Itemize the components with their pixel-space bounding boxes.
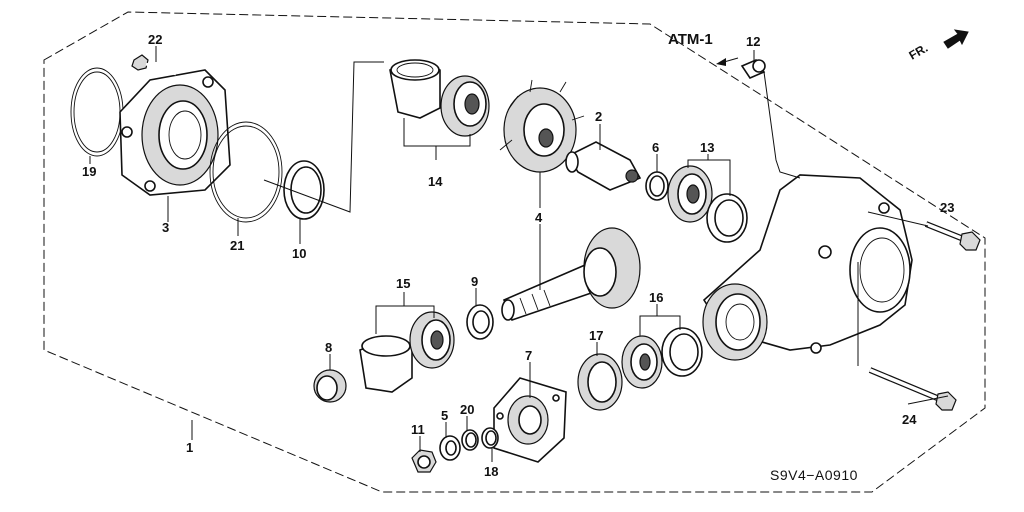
- bearing-race-14: [389, 59, 441, 119]
- callout-7: 7: [525, 348, 532, 363]
- callout-labels: 1 2 3 4 5 6 7 8 9 10 11 12 13 14 15 16 1…: [82, 32, 954, 479]
- companion-flange-7: [493, 377, 567, 463]
- bearing-housing-3: [119, 69, 231, 196]
- o-ring-20: [461, 429, 479, 451]
- oil-seal-8: [313, 369, 347, 403]
- callout-3: 3: [162, 220, 169, 235]
- oil-seal-17: [577, 353, 623, 411]
- diagram-code: S9V4−A0910: [770, 467, 858, 483]
- bearing-race-16: [661, 327, 703, 377]
- pinion-shaft-2: [565, 141, 642, 191]
- callout-5: 5: [441, 408, 448, 423]
- callout-2: 2: [595, 109, 602, 124]
- callout-23: 23: [940, 200, 954, 215]
- taper-bearing-14: [440, 75, 490, 137]
- callout-6: 6: [652, 140, 659, 155]
- callout-14: 14: [428, 174, 443, 189]
- bearing-race-13: [706, 193, 748, 243]
- front-direction-icon: FR.: [907, 29, 969, 63]
- direction-label: FR.: [907, 41, 931, 63]
- taper-bearing-13: [667, 165, 713, 223]
- bolt-23: [924, 221, 981, 251]
- ring-gear-4: [499, 79, 585, 173]
- callout-24: 24: [902, 412, 917, 427]
- callout-16: 16: [649, 290, 663, 305]
- bolt-24: [868, 367, 957, 411]
- dowel-pin-12: [740, 59, 766, 79]
- callout-1: 1: [186, 440, 193, 455]
- o-ring-18: [481, 427, 499, 449]
- drive-shaft-4: [501, 227, 641, 322]
- callout-17: 17: [589, 328, 603, 343]
- o-ring-21: [209, 121, 283, 223]
- assembly-boundary: [43, 11, 986, 493]
- callout-15: 15: [396, 276, 410, 291]
- snap-ring-6: [645, 171, 669, 201]
- arrow-to-atm-icon: [716, 57, 739, 66]
- lock-nut-11: [411, 449, 437, 473]
- shim-10: [283, 160, 325, 220]
- diagram-title: ATM-1: [668, 31, 713, 48]
- o-ring-19: [70, 67, 124, 157]
- callout-4: 4: [535, 210, 543, 225]
- washer-5: [439, 435, 461, 461]
- taper-bearing-16: [621, 335, 663, 389]
- callout-11: 11: [411, 422, 425, 437]
- callout-18: 18: [484, 464, 498, 479]
- taper-bearing-15: [409, 311, 455, 369]
- callout-10: 10: [292, 246, 306, 261]
- callout-19: 19: [82, 164, 96, 179]
- transfer-housing: [702, 174, 913, 361]
- leader-lines: [89, 46, 949, 462]
- callout-20: 20: [460, 402, 474, 417]
- washer-9: [466, 304, 494, 340]
- callout-9: 9: [471, 274, 478, 289]
- bolt-22: [131, 54, 177, 76]
- callout-13: 13: [700, 140, 714, 155]
- bearing-race-15: [359, 335, 413, 393]
- callout-8: 8: [325, 340, 332, 355]
- callout-21: 21: [230, 238, 244, 253]
- callout-12: 12: [746, 34, 760, 49]
- callout-22: 22: [148, 32, 162, 47]
